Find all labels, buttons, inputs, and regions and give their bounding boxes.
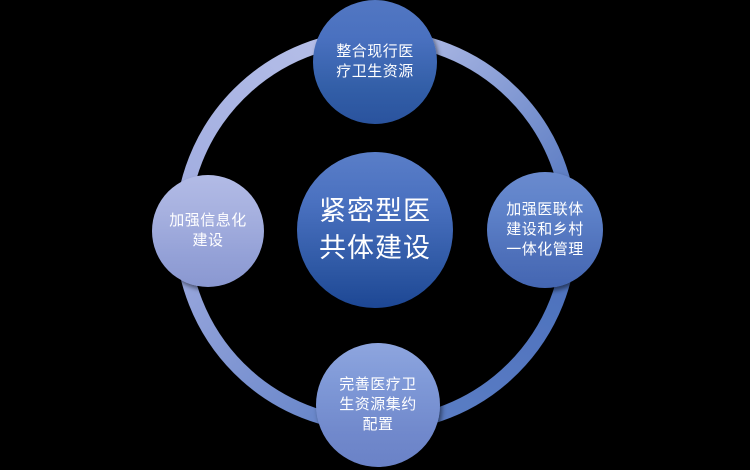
node-bottom-resource-allocation[interactable]: 完善医疗卫 生资源集约 配置 [316,343,440,467]
node-left-informatization[interactable]: 加强信息化 建设 [152,175,264,287]
node-center-label: 紧密型医 共体建设 [319,195,431,263]
node-left-label: 加强信息化 建设 [169,211,247,249]
node-right-label: 加强医联体 建设和乡村 一体化管理 [506,200,584,259]
node-right-medical-alliance[interactable]: 加强医联体 建设和乡村 一体化管理 [487,172,603,288]
node-bottom-label: 完善医疗卫 生资源集约 配置 [339,375,417,434]
node-center-hub[interactable]: 紧密型医 共体建设 [297,152,453,308]
node-top-integrate-resources[interactable]: 整合现行医 疗卫生资源 [313,0,437,124]
node-top-label: 整合现行医 疗卫生资源 [336,42,414,80]
